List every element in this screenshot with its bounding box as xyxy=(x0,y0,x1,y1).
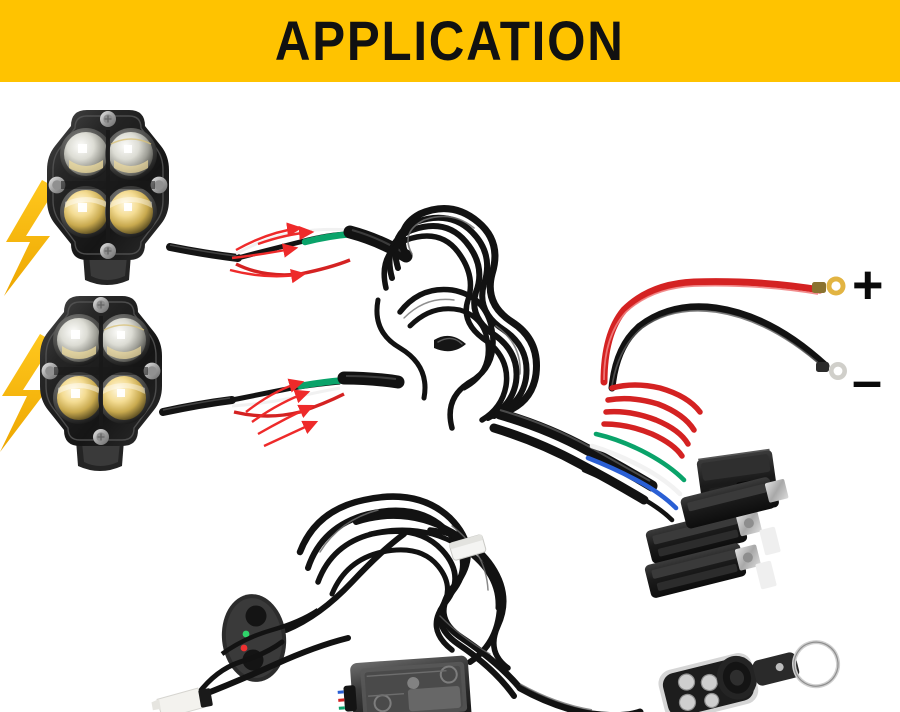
bolt-top-icon xyxy=(4,180,56,296)
battery-leads xyxy=(600,276,847,392)
inline-connector-white xyxy=(449,534,487,561)
lamp-top-lead xyxy=(166,243,242,262)
fob-button-1 xyxy=(677,673,696,691)
product-photo: + – xyxy=(0,82,900,712)
positive-ring-terminal xyxy=(812,276,846,296)
harness-coil-upper xyxy=(374,205,540,431)
pigtail-lower xyxy=(231,371,405,418)
positive-terminal-label: + xyxy=(852,255,884,315)
fob-button-2 xyxy=(700,673,718,692)
negative-terminal-label: – xyxy=(852,351,883,411)
lamp-bottom-lead xyxy=(159,396,236,416)
lamp-top xyxy=(46,109,170,286)
scene-illustration xyxy=(0,109,847,712)
wire-route-arrows-upper xyxy=(229,222,315,284)
negative-ring-terminal xyxy=(816,362,847,380)
harness-tail xyxy=(516,683,644,712)
page-title: APPLICATION xyxy=(275,9,625,72)
pigtail-upper xyxy=(235,225,413,277)
relay-block xyxy=(581,382,789,598)
fob-button-3 xyxy=(678,693,697,712)
harness-trunk xyxy=(489,408,658,505)
white-connector xyxy=(151,608,351,712)
bolt-bottom-icon xyxy=(0,334,54,452)
lamp-bottom xyxy=(39,295,163,472)
switch-led-green xyxy=(242,630,250,638)
wire-route-arrows-lower xyxy=(245,378,319,448)
application-banner: APPLICATION xyxy=(0,0,900,82)
switch-led-red xyxy=(240,644,248,652)
receiver-module xyxy=(337,655,472,712)
fob-button-4 xyxy=(704,692,720,709)
switch-button-top xyxy=(245,605,267,627)
remote-keyfob xyxy=(658,640,841,712)
